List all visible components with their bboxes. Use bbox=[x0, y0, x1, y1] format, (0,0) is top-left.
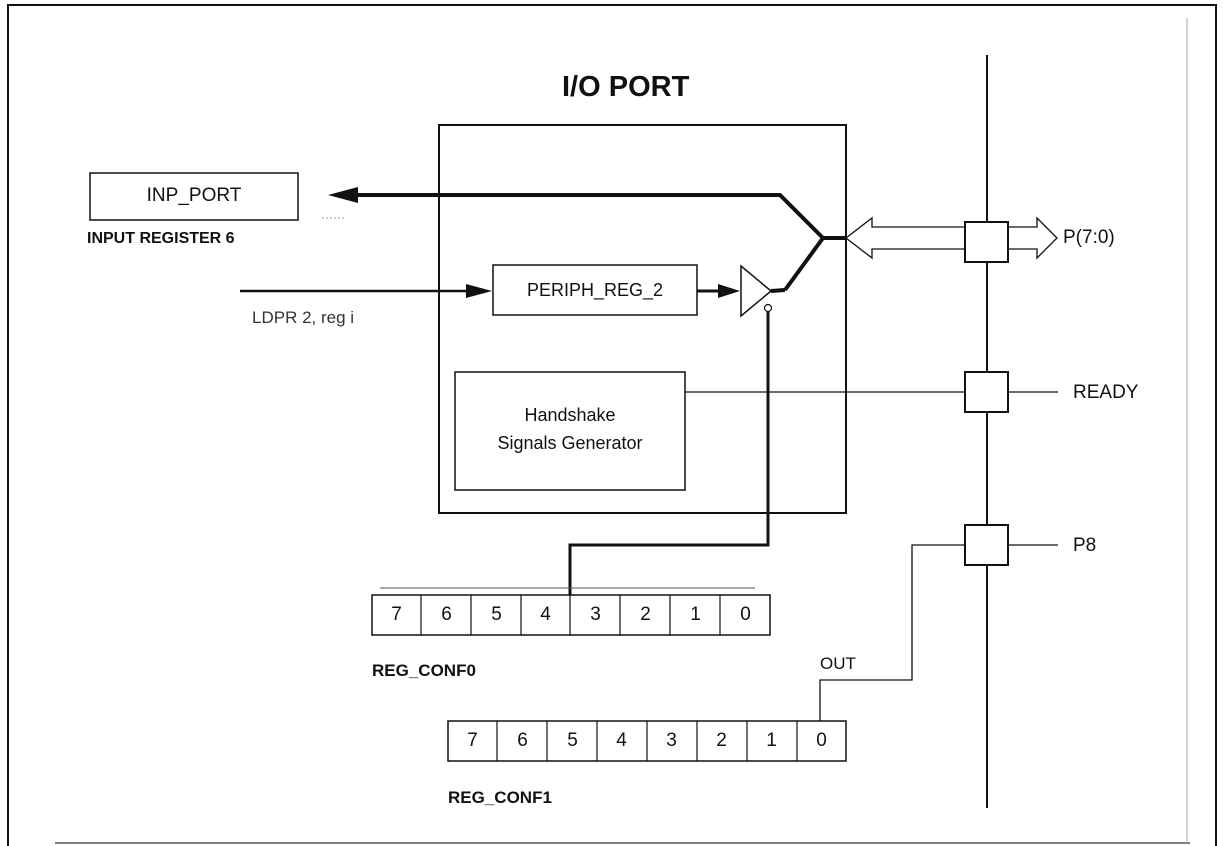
enable-line bbox=[568, 312, 770, 595]
p8-pin-cell bbox=[964, 524, 1009, 566]
buffer-enable-bubble bbox=[763, 303, 773, 313]
read-arrow-head bbox=[328, 187, 358, 203]
reg-conf0-box bbox=[371, 594, 771, 636]
reg-conf1-caption: REG_CONF1 bbox=[448, 788, 552, 807]
tristate-buffer bbox=[740, 264, 773, 318]
input-register-caption: INPUT REGISTER 6 bbox=[87, 230, 235, 247]
periph-reg-label: PERIPH_REG_2 bbox=[526, 280, 664, 300]
p8-signal-line bbox=[819, 544, 965, 721]
inp-port-box bbox=[89, 172, 299, 221]
reg-conf0-bit: 5 bbox=[491, 604, 502, 625]
p8-label: P8 bbox=[1073, 535, 1097, 556]
io-port-box bbox=[438, 124, 847, 514]
bus-pin-cell bbox=[964, 221, 1009, 263]
reg-conf0-bit: 2 bbox=[640, 604, 651, 625]
reg-conf1-bit: 1 bbox=[766, 730, 777, 751]
reg-conf0-bit: 4 bbox=[540, 604, 551, 625]
reg-conf1-bit: 7 bbox=[467, 730, 478, 751]
reg-conf1-bit: 4 bbox=[616, 730, 627, 751]
handshake-label-line1: Handshake bbox=[524, 405, 616, 425]
ldpr-label: LDPR 2, reg i bbox=[252, 308, 355, 327]
reg-conf0-bit: 3 bbox=[590, 604, 601, 625]
reg-conf0-bit: 1 bbox=[690, 604, 701, 625]
reg-conf1-bit: 0 bbox=[816, 730, 827, 751]
reg-conf1-bit: 3 bbox=[666, 730, 677, 751]
reg-conf1-bit: 5 bbox=[567, 730, 578, 751]
io-port-title: I/O PORT bbox=[562, 71, 690, 103]
reg-conf1-bit: 2 bbox=[716, 730, 727, 751]
handshake-label-line2: Signals Generator bbox=[497, 433, 643, 453]
bus-label: P(7:0) bbox=[1063, 227, 1115, 248]
outer-frame bbox=[7, 4, 1217, 846]
reg-conf0-bit: 7 bbox=[391, 604, 402, 625]
reg-conf0-bit: 0 bbox=[740, 604, 751, 625]
ready-pin-cell bbox=[964, 371, 1009, 413]
reg-conf0-caption: REG_CONF0 bbox=[372, 661, 476, 680]
reg-conf0-bit: 6 bbox=[441, 604, 452, 625]
write-path-line bbox=[783, 236, 825, 292]
reg-conf1-bit: 6 bbox=[517, 730, 528, 751]
bus-double-arrow bbox=[844, 216, 1058, 260]
out-label: OUT bbox=[820, 654, 856, 673]
read-path-line bbox=[358, 193, 825, 240]
inp-port-label: INP_PORT bbox=[146, 185, 242, 206]
handshake-box bbox=[454, 371, 686, 491]
ready-label: READY bbox=[1073, 382, 1139, 403]
